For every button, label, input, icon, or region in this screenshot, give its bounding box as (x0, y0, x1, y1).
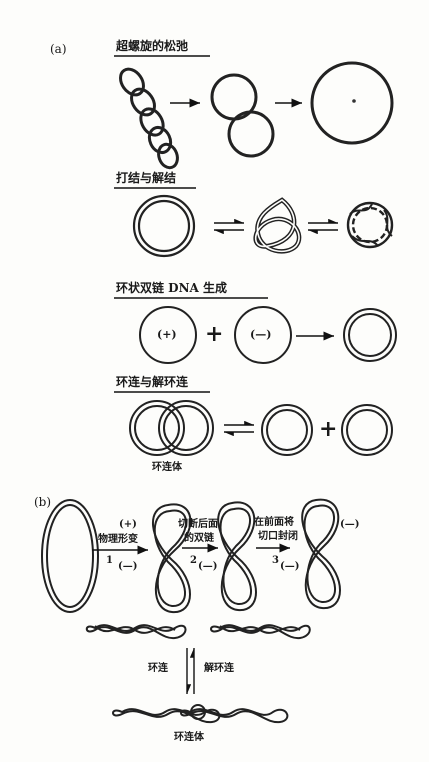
figure-eight-3 (301, 498, 341, 610)
supercoiled-dna (119, 67, 179, 170)
catenane-rings (129, 400, 214, 456)
step1-sign-top: (+) (119, 519, 137, 530)
catenated-twisted-product (112, 704, 289, 724)
free-ring-1 (261, 404, 313, 456)
equilibrium-arrows-knot-1 (214, 218, 244, 235)
step3-sign-top: (—) (340, 519, 360, 530)
section-title-catenane: 环连与解环连 (116, 375, 189, 389)
relaxed-oval (41, 499, 99, 613)
figure-eight-1 (152, 503, 192, 614)
equilibrium-arrows-catenane (224, 420, 254, 437)
ds-circle (343, 308, 397, 362)
minus-strand-circle (234, 306, 292, 364)
step3-text-line2: 切口封闭 (258, 531, 298, 542)
panel-label-a: (a) (50, 42, 67, 56)
step2-number: 2 (190, 555, 197, 566)
catenated-product-label: 环连体 (174, 732, 204, 743)
figure-eight-2 (217, 501, 257, 612)
vertical-equilibrium-arrows (186, 648, 195, 694)
minus-strand-label: (—) (250, 328, 272, 341)
catenane-product-label: 环连体 (152, 462, 182, 473)
step2-text-line1: 切断后面 (178, 519, 218, 530)
panel-label-b: (b) (34, 495, 52, 509)
section-title-supercoil: 超螺旋的松弛 (116, 39, 189, 53)
step3-text-line1: 在前面将 (254, 517, 294, 528)
step3-number: 3 (272, 555, 279, 566)
relaxed-center-dot (352, 99, 356, 103)
section-title-dsdna: 环状双链 DNA 生成 (116, 281, 228, 295)
twisted-ring-right (210, 624, 311, 640)
partially-relaxed-dna (210, 73, 275, 158)
catenate-label: 环连 (148, 663, 168, 674)
step1-sign-bottom: (—) (118, 561, 138, 572)
plus-strand-circle (139, 306, 197, 364)
step2-text-line2: 的双链 (184, 533, 214, 544)
step1-number: 1 (106, 555, 113, 566)
plus-strand-label: (+) (157, 328, 177, 341)
plus-operator-catenane: + (319, 416, 338, 442)
section-title-knot: 打结与解结 (116, 171, 177, 185)
relaxed-circle (310, 61, 394, 145)
twisted-ring-left (85, 624, 187, 640)
unknotted-ring (132, 194, 196, 258)
equilibrium-arrows-knot-2 (308, 218, 338, 235)
trefoil-knot (253, 197, 302, 254)
decatenate-label: 解环连 (204, 663, 234, 674)
step1-text: 物理形变 (98, 534, 138, 545)
step3-sign-bottom: (—) (280, 561, 300, 572)
plus-operator: + (205, 321, 224, 347)
complex-knot (346, 201, 394, 249)
free-ring-2 (341, 404, 393, 456)
step2-sign: (—) (198, 561, 218, 572)
